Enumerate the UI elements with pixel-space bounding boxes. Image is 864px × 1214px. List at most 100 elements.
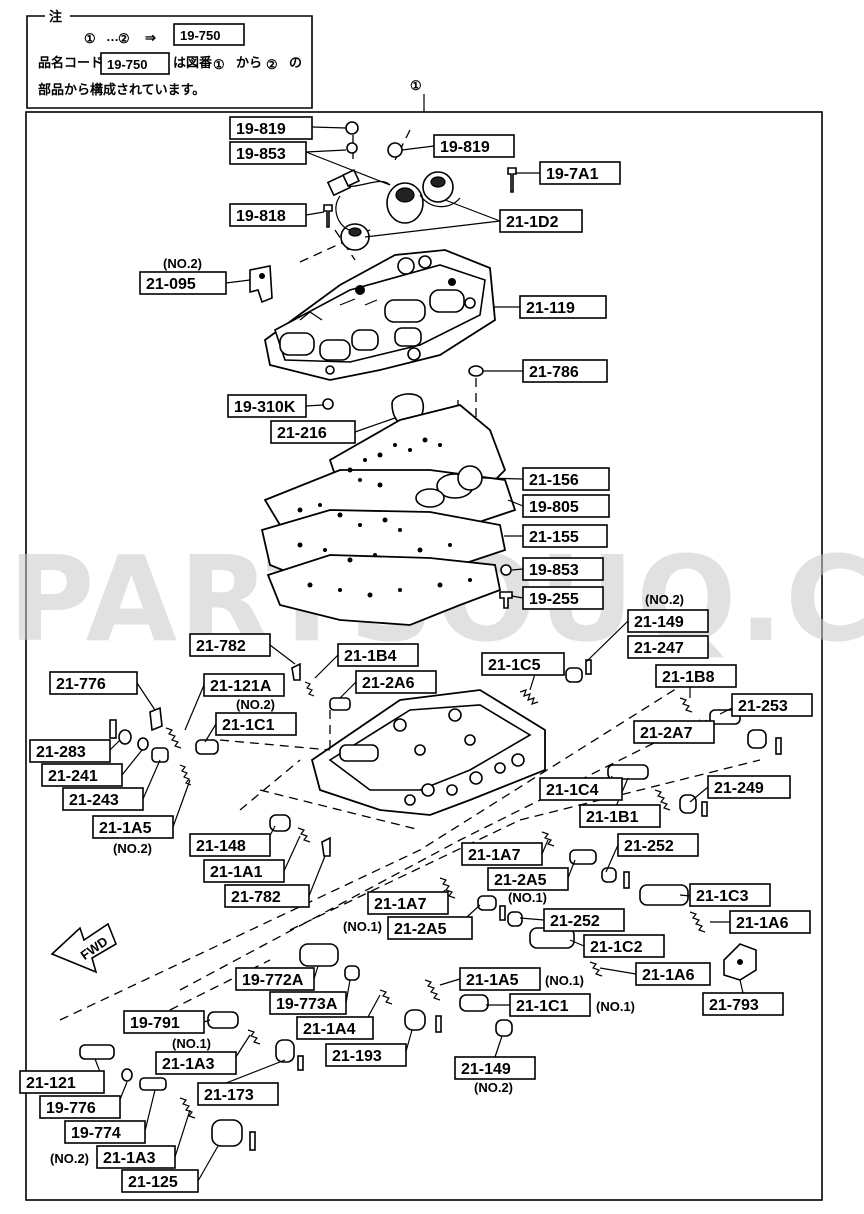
part-label[interactable]: 21-119 [519, 295, 607, 319]
svg-text:21-121A: 21-121A [210, 678, 272, 695]
note-line1-to: ② [118, 31, 130, 46]
part-label[interactable]: 19-805 [522, 494, 610, 518]
part-label[interactable]: 21-1A3 [96, 1145, 176, 1169]
svg-text:21-216: 21-216 [277, 425, 327, 442]
valve-components [79, 659, 782, 1151]
svg-text:21-1B8: 21-1B8 [662, 669, 715, 686]
bracket-21-095 [249, 265, 273, 304]
part-label[interactable]: 21-095 [139, 271, 227, 295]
part-label[interactable]: 21-1A7 [461, 842, 543, 866]
part-label[interactable]: 21-1A3 [155, 1051, 237, 1075]
svg-text:19-818: 19-818 [236, 208, 286, 225]
part-label[interactable]: 21-1A1 [203, 859, 285, 883]
svg-text:21-2A5: 21-2A5 [494, 872, 547, 889]
note-line2-kara: から [236, 55, 262, 70]
part-label[interactable]: 21-149 [627, 609, 709, 633]
svg-text:21-2A7: 21-2A7 [640, 725, 693, 742]
lower-valve-body [310, 689, 546, 816]
note-line2-from: ① [213, 57, 225, 72]
part-label[interactable]: 21-1A6 [729, 910, 811, 934]
part-label[interactable]: 21-148 [189, 833, 271, 857]
part-label[interactable]: 21-243 [62, 787, 144, 811]
part-label[interactable]: 19-819 [433, 134, 515, 158]
part-label[interactable]: 19-818 [229, 203, 307, 227]
svg-text:21-149: 21-149 [634, 614, 684, 631]
part-label[interactable]: 21-2A6 [355, 670, 437, 694]
part-label[interactable]: 19-773A [269, 991, 347, 1015]
part-label[interactable]: 21-1B8 [655, 664, 737, 688]
part-label[interactable]: 21-2A5 [387, 916, 473, 940]
part-label[interactable]: 21-793 [702, 992, 784, 1016]
part-label[interactable]: 21-776 [49, 671, 138, 695]
part-label[interactable]: 21-1A5 [459, 967, 541, 991]
part-label[interactable]: 21-173 [197, 1082, 279, 1106]
note-line2-to: ② [266, 57, 278, 72]
part-label[interactable]: 21-125 [121, 1169, 199, 1193]
leader-lines [94, 126, 744, 1182]
upper-valve-body [264, 249, 496, 381]
part-label[interactable]: 19-853 [229, 141, 307, 165]
svg-text:21-252: 21-252 [624, 838, 674, 855]
part-label[interactable]: 21-1C1 [509, 993, 591, 1017]
part-label[interactable]: 21-252 [543, 908, 625, 932]
svg-text:21-776: 21-776 [56, 676, 106, 693]
part-label[interactable]: 21-249 [707, 775, 791, 799]
note-line2-no: の [289, 55, 302, 70]
seal-21-786 [468, 365, 484, 377]
svg-text:19-774: 19-774 [71, 1125, 121, 1142]
part-label[interactable]: 19-776 [39, 1095, 121, 1119]
lower-plate [266, 554, 502, 626]
part-label[interactable]: 21-193 [325, 1043, 407, 1067]
svg-text:21-149: 21-149 [461, 1061, 511, 1078]
part-label[interactable]: 21-1D2 [499, 209, 583, 233]
note-heading: 注 [49, 9, 62, 24]
part-label[interactable]: 21-253 [731, 693, 813, 717]
part-label[interactable]: 21-2A5 [487, 867, 569, 891]
qualifier: (NO.2) [474, 1080, 513, 1095]
part-label[interactable]: 21-121 [19, 1070, 105, 1094]
part-label[interactable]: 21-241 [41, 763, 123, 787]
part-label[interactable]: 21-1A6 [635, 962, 711, 986]
part-label[interactable]: 19-255 [522, 586, 604, 610]
part-label[interactable]: 21-1C5 [481, 652, 565, 676]
part-label[interactable]: 21-252 [617, 833, 699, 857]
part-label[interactable]: 21-2A7 [633, 720, 715, 744]
part-label[interactable]: 21-1A5 [92, 815, 174, 839]
part-label[interactable]: 19-310K [227, 394, 307, 418]
part-label[interactable]: 21-1B4 [337, 643, 419, 667]
note-line1-code: 19-750 [180, 28, 220, 43]
part-label[interactable]: 21-782 [189, 633, 271, 657]
part-label[interactable]: 21-1A4 [296, 1016, 374, 1040]
svg-text:21-1C3: 21-1C3 [696, 888, 749, 905]
part-label[interactable]: 21-1C4 [539, 777, 623, 801]
part-label[interactable]: 21-155 [522, 524, 608, 548]
part-label[interactable]: 21-283 [29, 739, 111, 763]
part-label[interactable]: 21-1C1 [215, 712, 297, 736]
svg-text:19-776: 19-776 [46, 1100, 96, 1117]
part-label[interactable]: 19-774 [64, 1120, 146, 1144]
svg-text:19-772A: 19-772A [242, 972, 304, 989]
svg-text:21-247: 21-247 [634, 640, 684, 657]
washer-19-853 [346, 142, 358, 154]
qualifier: (NO.1) [545, 973, 584, 988]
part-label[interactable]: 19-853 [522, 557, 604, 581]
svg-text:21-155: 21-155 [529, 529, 579, 546]
part-label[interactable]: 21-786 [522, 359, 608, 383]
check-ball-19-310k [322, 398, 334, 410]
part-label[interactable]: 19-791 [123, 1010, 205, 1034]
part-label[interactable]: 19-7A1 [539, 161, 621, 185]
part-label[interactable]: 21-1A7 [367, 891, 449, 915]
part-label[interactable]: 21-121A [203, 673, 285, 697]
part-label[interactable]: 21-1B1 [579, 804, 661, 828]
part-label[interactable]: 21-247 [627, 635, 709, 659]
part-label[interactable]: 19-772A [235, 967, 315, 991]
part-label[interactable]: 21-782 [224, 884, 310, 908]
part-label[interactable]: 21-156 [522, 467, 610, 491]
bolt-19-818 [323, 204, 333, 228]
part-label[interactable]: 21-149 [454, 1056, 536, 1080]
part-label[interactable]: 21-1C3 [689, 883, 771, 907]
part-label[interactable]: 19-819 [229, 116, 313, 140]
part-label[interactable]: 21-216 [270, 420, 356, 444]
part-label[interactable]: 21-1C2 [583, 934, 665, 958]
